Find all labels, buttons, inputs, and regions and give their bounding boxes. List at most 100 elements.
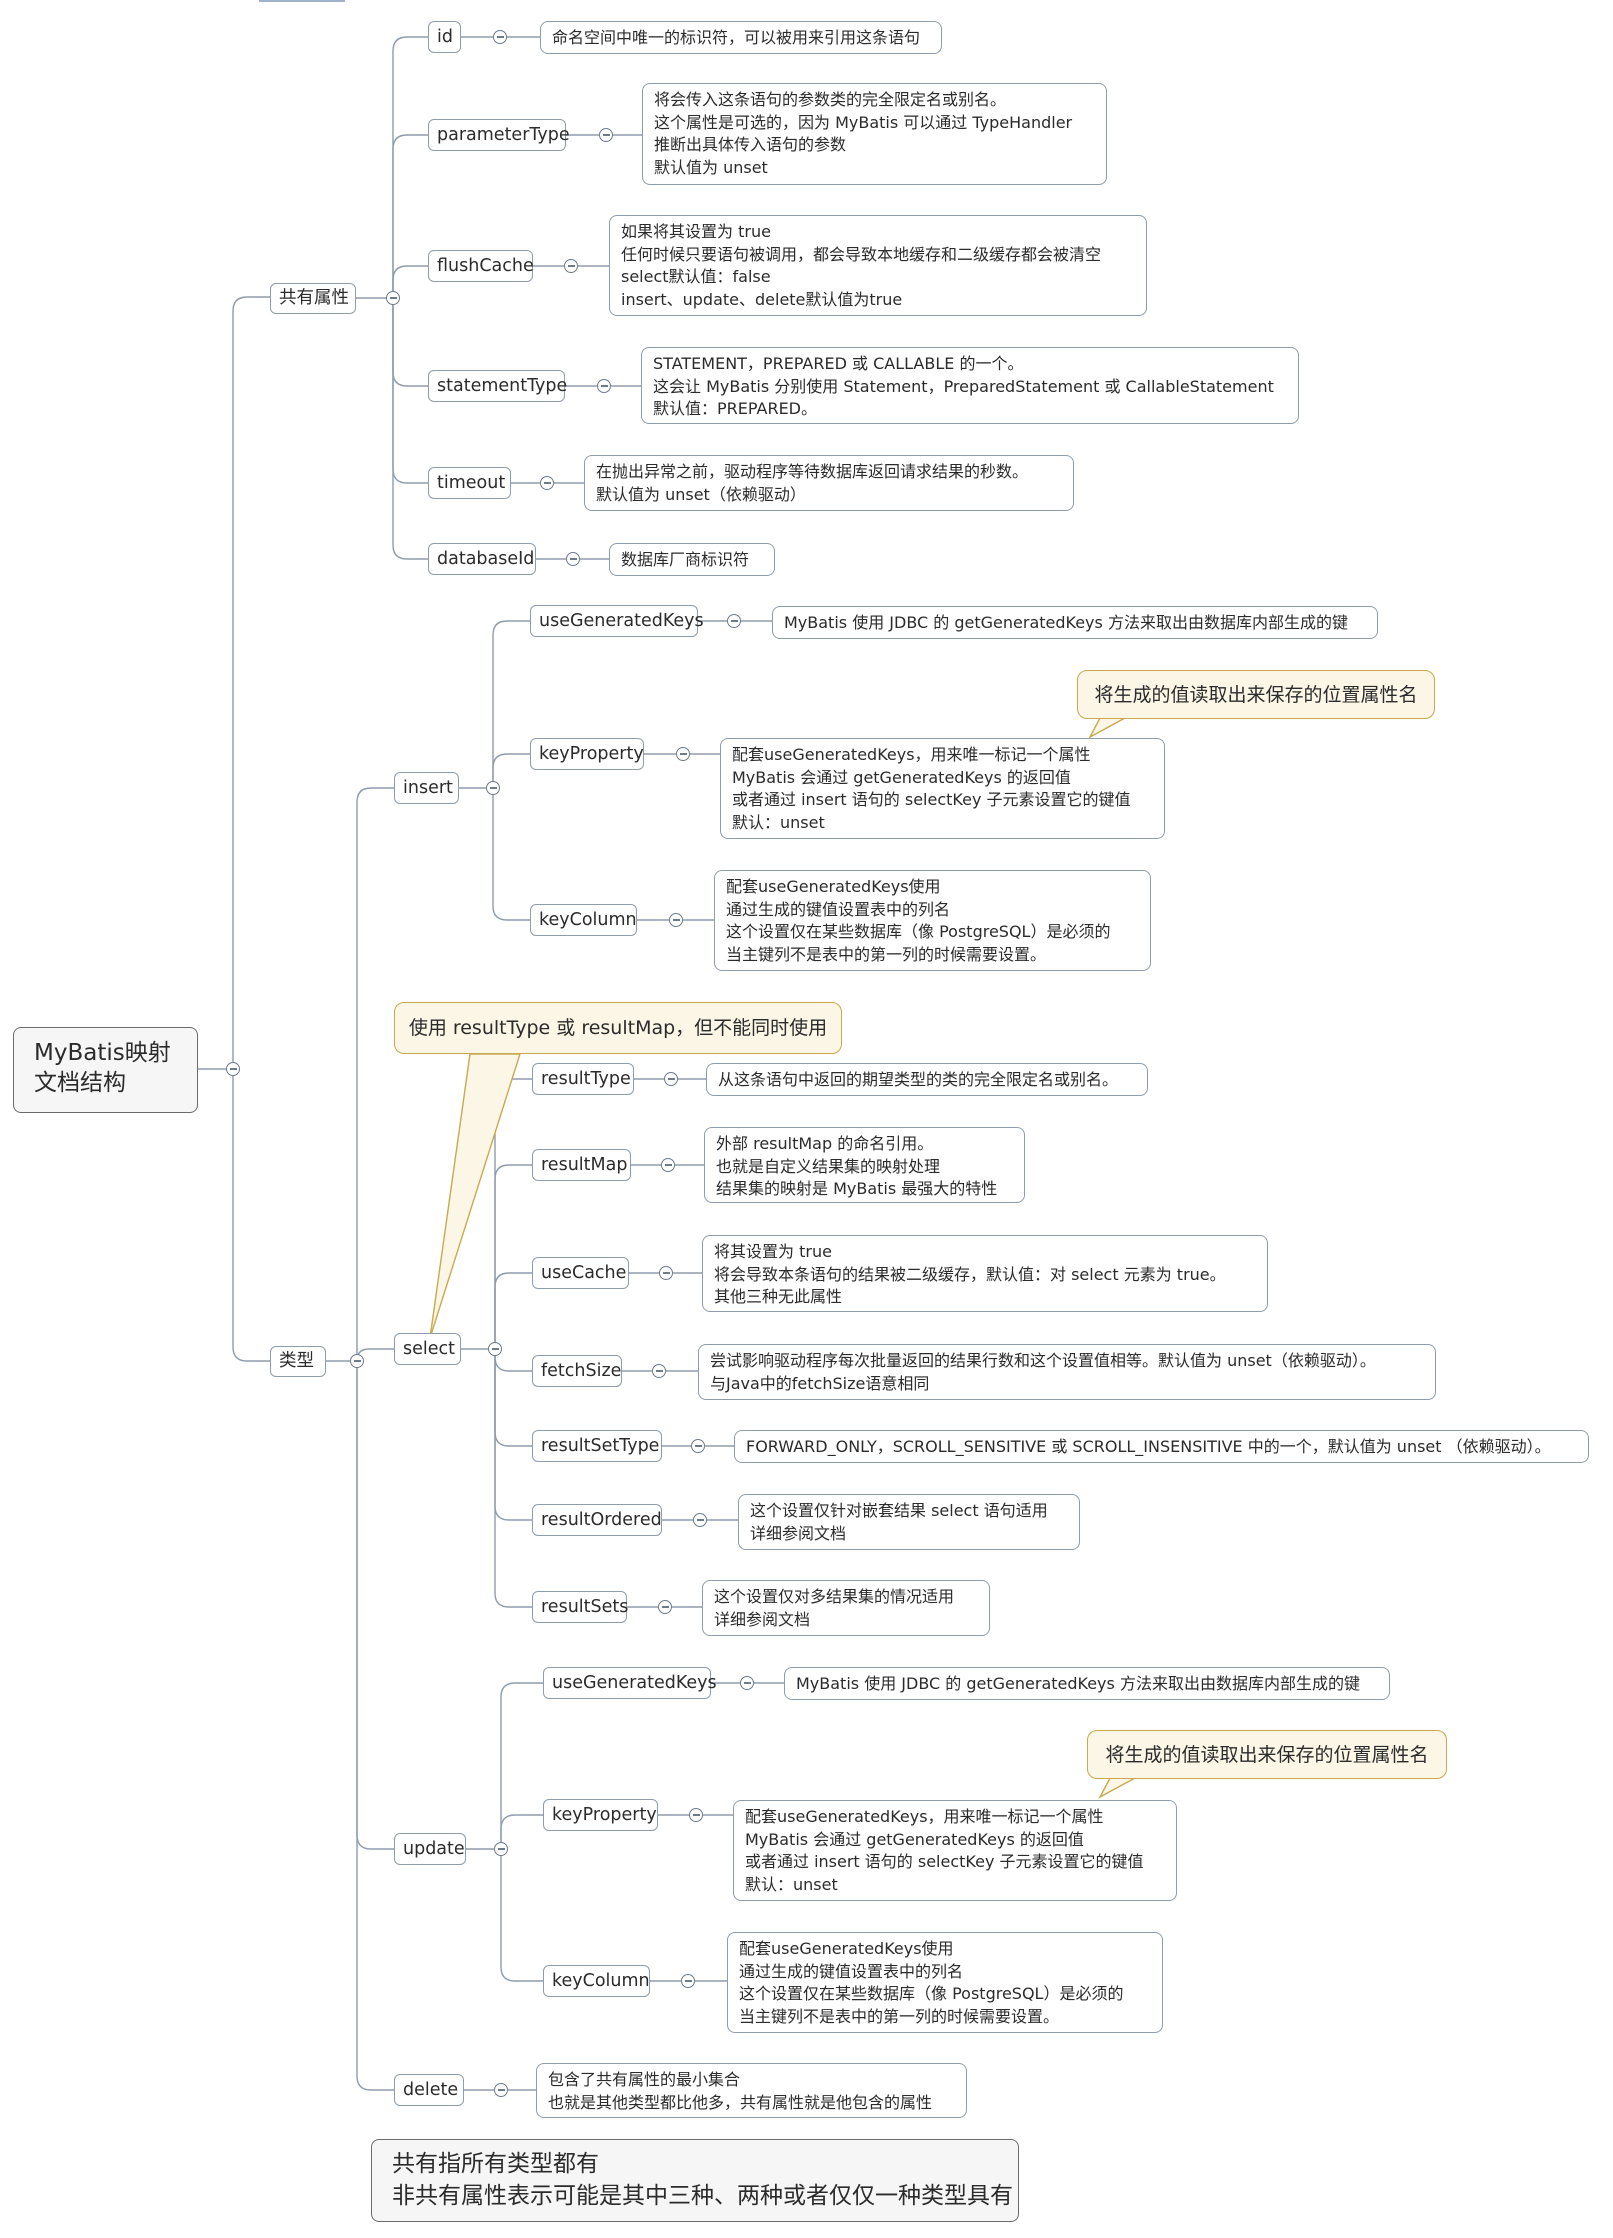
node-label: id xyxy=(437,26,453,47)
attribute-toggle[interactable] xyxy=(658,1600,672,1614)
connector-line xyxy=(500,1682,543,1849)
text-line: 这个设置仅在某些数据库（像 PostgreSQL）是必须的 xyxy=(726,922,1111,942)
type-node-insert[interactable]: insert xyxy=(394,772,459,804)
text-line: MyBatis 使用 JDBC 的 getGeneratedKeys 方法来取出… xyxy=(796,1674,1360,1693)
attribute-node[interactable]: useGeneratedKeys xyxy=(530,605,704,637)
text-line: 配套useGeneratedKeys使用 xyxy=(739,1939,954,1958)
attribute-toggle[interactable] xyxy=(664,1072,678,1086)
attribute-toggle[interactable] xyxy=(597,379,611,393)
attribute-toggle[interactable] xyxy=(691,1439,705,1453)
text-line: 从这条语句中返回的期望类型的类的完全限定名或别名。 xyxy=(718,1070,1119,1089)
top-scroll-indicator xyxy=(259,0,345,2)
type-node-update[interactable]: update xyxy=(394,1833,466,1865)
text-line: MyBatis 使用 JDBC 的 getGeneratedKeys 方法来取出… xyxy=(784,613,1348,632)
attribute-toggle[interactable] xyxy=(566,552,580,566)
attribute-description: 这个设置仅对多结果集的情况适用详细参阅文档 xyxy=(702,1580,990,1636)
node-label: resultSetType xyxy=(541,1435,660,1456)
connector-line xyxy=(392,298,428,484)
text-line: 当主键列不是表中的第一列的时候需要设置。 xyxy=(739,2007,1060,2027)
attribute-description: 将会传入这条语句的参数类的完全限定名或别名。这个属性是可选的，因为 MyBati… xyxy=(642,83,1107,185)
attribute-toggle[interactable] xyxy=(740,1676,754,1690)
node-label: useCache xyxy=(541,1262,627,1283)
node-label: resultSets xyxy=(541,1596,629,1617)
attribute-node[interactable]: keyColumn xyxy=(530,904,637,936)
attribute-node[interactable]: id xyxy=(428,21,461,53)
attribute-toggle[interactable] xyxy=(681,1974,695,1988)
common-attributes-toggle[interactable] xyxy=(386,291,400,305)
attribute-node[interactable]: flushCache xyxy=(428,250,534,282)
text-line: 这个设置仅在某些数据库（像 PostgreSQL）是必须的 xyxy=(739,1984,1124,2004)
callout-pointer xyxy=(1098,1777,1136,1799)
attribute-node[interactable]: statementType xyxy=(428,370,567,402)
attribute-toggle[interactable] xyxy=(693,1513,707,1527)
type-toggle[interactable] xyxy=(486,781,500,795)
connector-line xyxy=(356,1361,394,2091)
type-toggle[interactable] xyxy=(494,1842,508,1856)
attribute-node[interactable]: timeout xyxy=(428,467,511,499)
group-node-common-attributes[interactable]: 共有属性 xyxy=(270,283,356,314)
node-label: 共有属性 xyxy=(279,288,349,308)
text-line: 或者通过 insert 语句的 selectKey 子元素设置它的键值 xyxy=(745,1852,1144,1872)
attribute-description: 尝试影响驱动程序每次批量返回的结果行数和这个设置值相等。默认值为 unset（依… xyxy=(698,1344,1436,1400)
root-collapse-toggle[interactable] xyxy=(226,1062,240,1076)
type-toggle[interactable] xyxy=(494,2083,508,2097)
attribute-toggle[interactable] xyxy=(661,1158,675,1172)
text-line: 这个设置仅针对嵌套结果 select 语句适用 xyxy=(750,1501,1048,1520)
attribute-node[interactable]: resultMap xyxy=(532,1149,631,1181)
connector-line xyxy=(494,1272,532,1349)
attribute-node[interactable]: useCache xyxy=(532,1257,629,1289)
connector-line xyxy=(492,788,530,921)
type-node-select[interactable]: select xyxy=(394,1333,461,1365)
attribute-toggle[interactable] xyxy=(564,259,578,273)
attribute-node[interactable]: keyProperty xyxy=(543,1799,658,1831)
text-line: 结果集的映射是 MyBatis 最强大的特性 xyxy=(716,1179,998,1199)
attribute-node[interactable]: resultSets xyxy=(532,1591,629,1623)
attribute-toggle[interactable] xyxy=(727,614,741,628)
attribute-node[interactable]: keyColumn xyxy=(543,1965,650,1997)
text-line: select默认值：false xyxy=(621,267,771,287)
types-toggle[interactable] xyxy=(350,1354,364,1368)
attribute-node[interactable]: useGeneratedKeys xyxy=(543,1667,717,1699)
attribute-toggle[interactable] xyxy=(493,30,507,44)
text-line: 默认：unset xyxy=(732,813,825,833)
text-line: 推断出具体传入语句的参数 xyxy=(654,135,847,155)
text-line: STATEMENT，PREPARED 或 CALLABLE 的一个。 xyxy=(653,354,1024,373)
attribute-description: 命名空间中唯一的标识符，可以被用来引用这条语句 xyxy=(540,21,942,54)
attribute-node[interactable]: databaseId xyxy=(428,543,536,575)
attribute-node[interactable]: fetchSize xyxy=(532,1355,622,1387)
text-line: 共有指所有类型都有 xyxy=(392,2151,599,2177)
text-line: FORWARD_ONLY，SCROLL_SENSITIVE 或 SCROLL_I… xyxy=(746,1437,1551,1456)
connector-line xyxy=(494,1078,532,1349)
type-node-delete[interactable]: delete xyxy=(394,2074,464,2106)
node-label: resultType xyxy=(541,1068,631,1089)
attribute-toggle[interactable] xyxy=(540,476,554,490)
attribute-toggle[interactable] xyxy=(669,913,683,927)
group-node-types[interactable]: 类型 xyxy=(270,1346,326,1377)
text-line: 命名空间中唯一的标识符，可以被用来引用这条语句 xyxy=(552,28,921,47)
connector-line xyxy=(494,1349,532,1447)
attribute-description: FORWARD_ONLY，SCROLL_SENSITIVE 或 SCROLL_I… xyxy=(734,1430,1589,1463)
attribute-node[interactable]: resultType xyxy=(532,1063,634,1095)
text-line: 通过生成的键值设置表中的列名 xyxy=(726,899,951,919)
connector-line xyxy=(500,1814,543,1849)
attribute-node[interactable]: parameterType xyxy=(428,119,570,151)
text-line: 这会让 MyBatis 分别使用 Statement，PreparedState… xyxy=(653,376,1274,396)
attribute-toggle[interactable] xyxy=(599,128,613,142)
attribute-toggle[interactable] xyxy=(659,1266,673,1280)
attribute-node[interactable]: resultSetType xyxy=(532,1430,662,1462)
text-line: 将会导致本条语句的结果被二级缓存，默认值：对 select 元素为 true。 xyxy=(714,1264,1226,1284)
attribute-toggle[interactable] xyxy=(652,1364,666,1378)
attribute-description: MyBatis 使用 JDBC 的 getGeneratedKeys 方法来取出… xyxy=(772,606,1378,639)
attribute-description: 配套useGeneratedKeys使用通过生成的键值设置表中的列名这个设置仅在… xyxy=(714,870,1151,971)
type-toggle[interactable] xyxy=(488,1342,502,1356)
attribute-description: 数据库厂商标识符 xyxy=(609,543,775,576)
node-label: databaseId xyxy=(437,548,535,569)
connector-line xyxy=(392,298,428,387)
connector-line xyxy=(232,296,270,1062)
attribute-toggle[interactable] xyxy=(676,747,690,761)
attribute-node[interactable]: keyProperty xyxy=(530,738,644,770)
attribute-node[interactable]: resultOrdered xyxy=(532,1504,662,1536)
attribute-toggle[interactable] xyxy=(689,1808,703,1822)
